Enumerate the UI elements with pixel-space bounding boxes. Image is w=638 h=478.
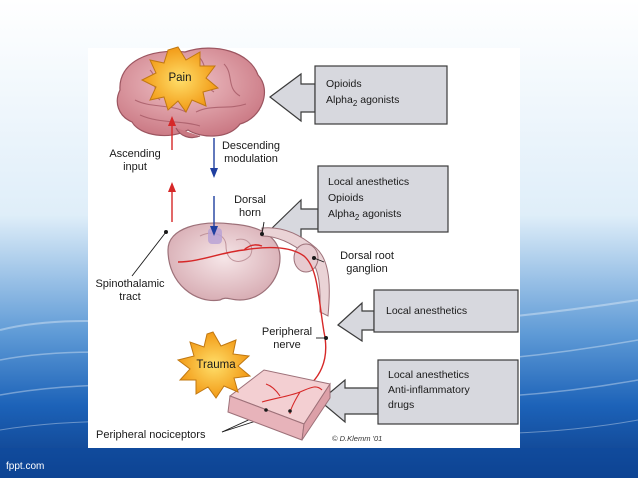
ganglion-dot: [312, 256, 316, 260]
ascending-line1: Ascending: [109, 148, 161, 160]
nerve-drugs-text: Local anesthetics: [386, 303, 514, 319]
periph-drug-drugs: drugs: [388, 399, 415, 411]
spinothalamic-tract-label: Spinothalamic tract: [86, 278, 174, 304]
dorsal-horn-drugs-arrow-box: [266, 165, 449, 245]
periphery-drugs-text: Local anesthetics Anti-inflammatory drug…: [388, 368, 516, 413]
dh-drug-alpha2: Alpha2 agonists: [328, 208, 402, 222]
pain-label: Pain: [168, 72, 192, 84]
brain-drugs-text: Opioids Alpha2 agonists: [326, 76, 444, 109]
brain-drugs-arrow-box: [269, 65, 448, 125]
dh-drug-opioids: Opioids: [328, 192, 364, 204]
descending-modulation-label: Descending modulation: [214, 140, 288, 166]
drg-line1: Dorsal root: [340, 250, 394, 262]
dorsal-line2: horn: [238, 207, 262, 219]
spino-line2: tract: [119, 291, 141, 303]
periphery-drugs-arrow-box: [319, 359, 519, 425]
ascending-input-label: Ascending input: [104, 148, 166, 174]
footer-band: [0, 448, 638, 478]
dorsal-horn-label: Dorsal horn: [226, 194, 274, 220]
dh-drug-local-anesthetics: Local anesthetics: [328, 176, 410, 188]
periph-line2: nerve: [273, 339, 301, 351]
trauma-label: Trauma: [196, 359, 236, 371]
descending-line1: Descending: [221, 140, 281, 152]
nerve-dot: [324, 336, 328, 340]
nerve-drugs-arrow-box: [337, 289, 519, 343]
brain-drug-alpha2: Alpha2 agonists: [326, 94, 400, 108]
copyright-credit: © D.Klemm '01: [332, 434, 383, 443]
spinal-cord: [167, 222, 281, 302]
descending-line2: modulation: [224, 153, 278, 165]
dorsal-line1: Dorsal: [234, 194, 266, 206]
peripheral-nociceptors-label: Peripheral nociceptors: [96, 429, 206, 441]
pain-starburst: [140, 46, 220, 113]
periph-drug-local-anesthetics: Local anesthetics: [388, 369, 470, 381]
ascending-arrowhead-lower: [168, 182, 176, 192]
site-watermark: fppt.com: [6, 461, 45, 472]
spinothalamic-dot: [164, 230, 168, 234]
periph-drug-anti-inflammatory: Anti-inflammatory: [388, 384, 470, 396]
drg-line2: ganglion: [346, 263, 388, 275]
periph-line1: Peripheral: [261, 326, 313, 338]
sensory-pathway: [171, 120, 327, 393]
peripheral-nerve-label: Peripheral nerve: [254, 326, 320, 352]
trauma-starburst: [176, 331, 252, 399]
ascending-line2: input: [123, 161, 147, 173]
spino-line1: Spinothalamic: [95, 278, 165, 290]
dorsal-horn-dot: [260, 232, 264, 236]
ascending-arrowhead: [168, 116, 176, 126]
descending-pathway: [210, 138, 218, 236]
dorsal-horn-drugs-text: Local anesthetics Opioids Alpha2 agonist…: [328, 174, 446, 223]
brain-drug-opioids: Opioids: [326, 78, 362, 90]
skin-tissue-block: [227, 369, 331, 441]
dorsal-root-ganglion-label: Dorsal root ganglion: [324, 250, 410, 276]
nerve-drug-local-anesthetics: Local anesthetics: [386, 305, 468, 317]
